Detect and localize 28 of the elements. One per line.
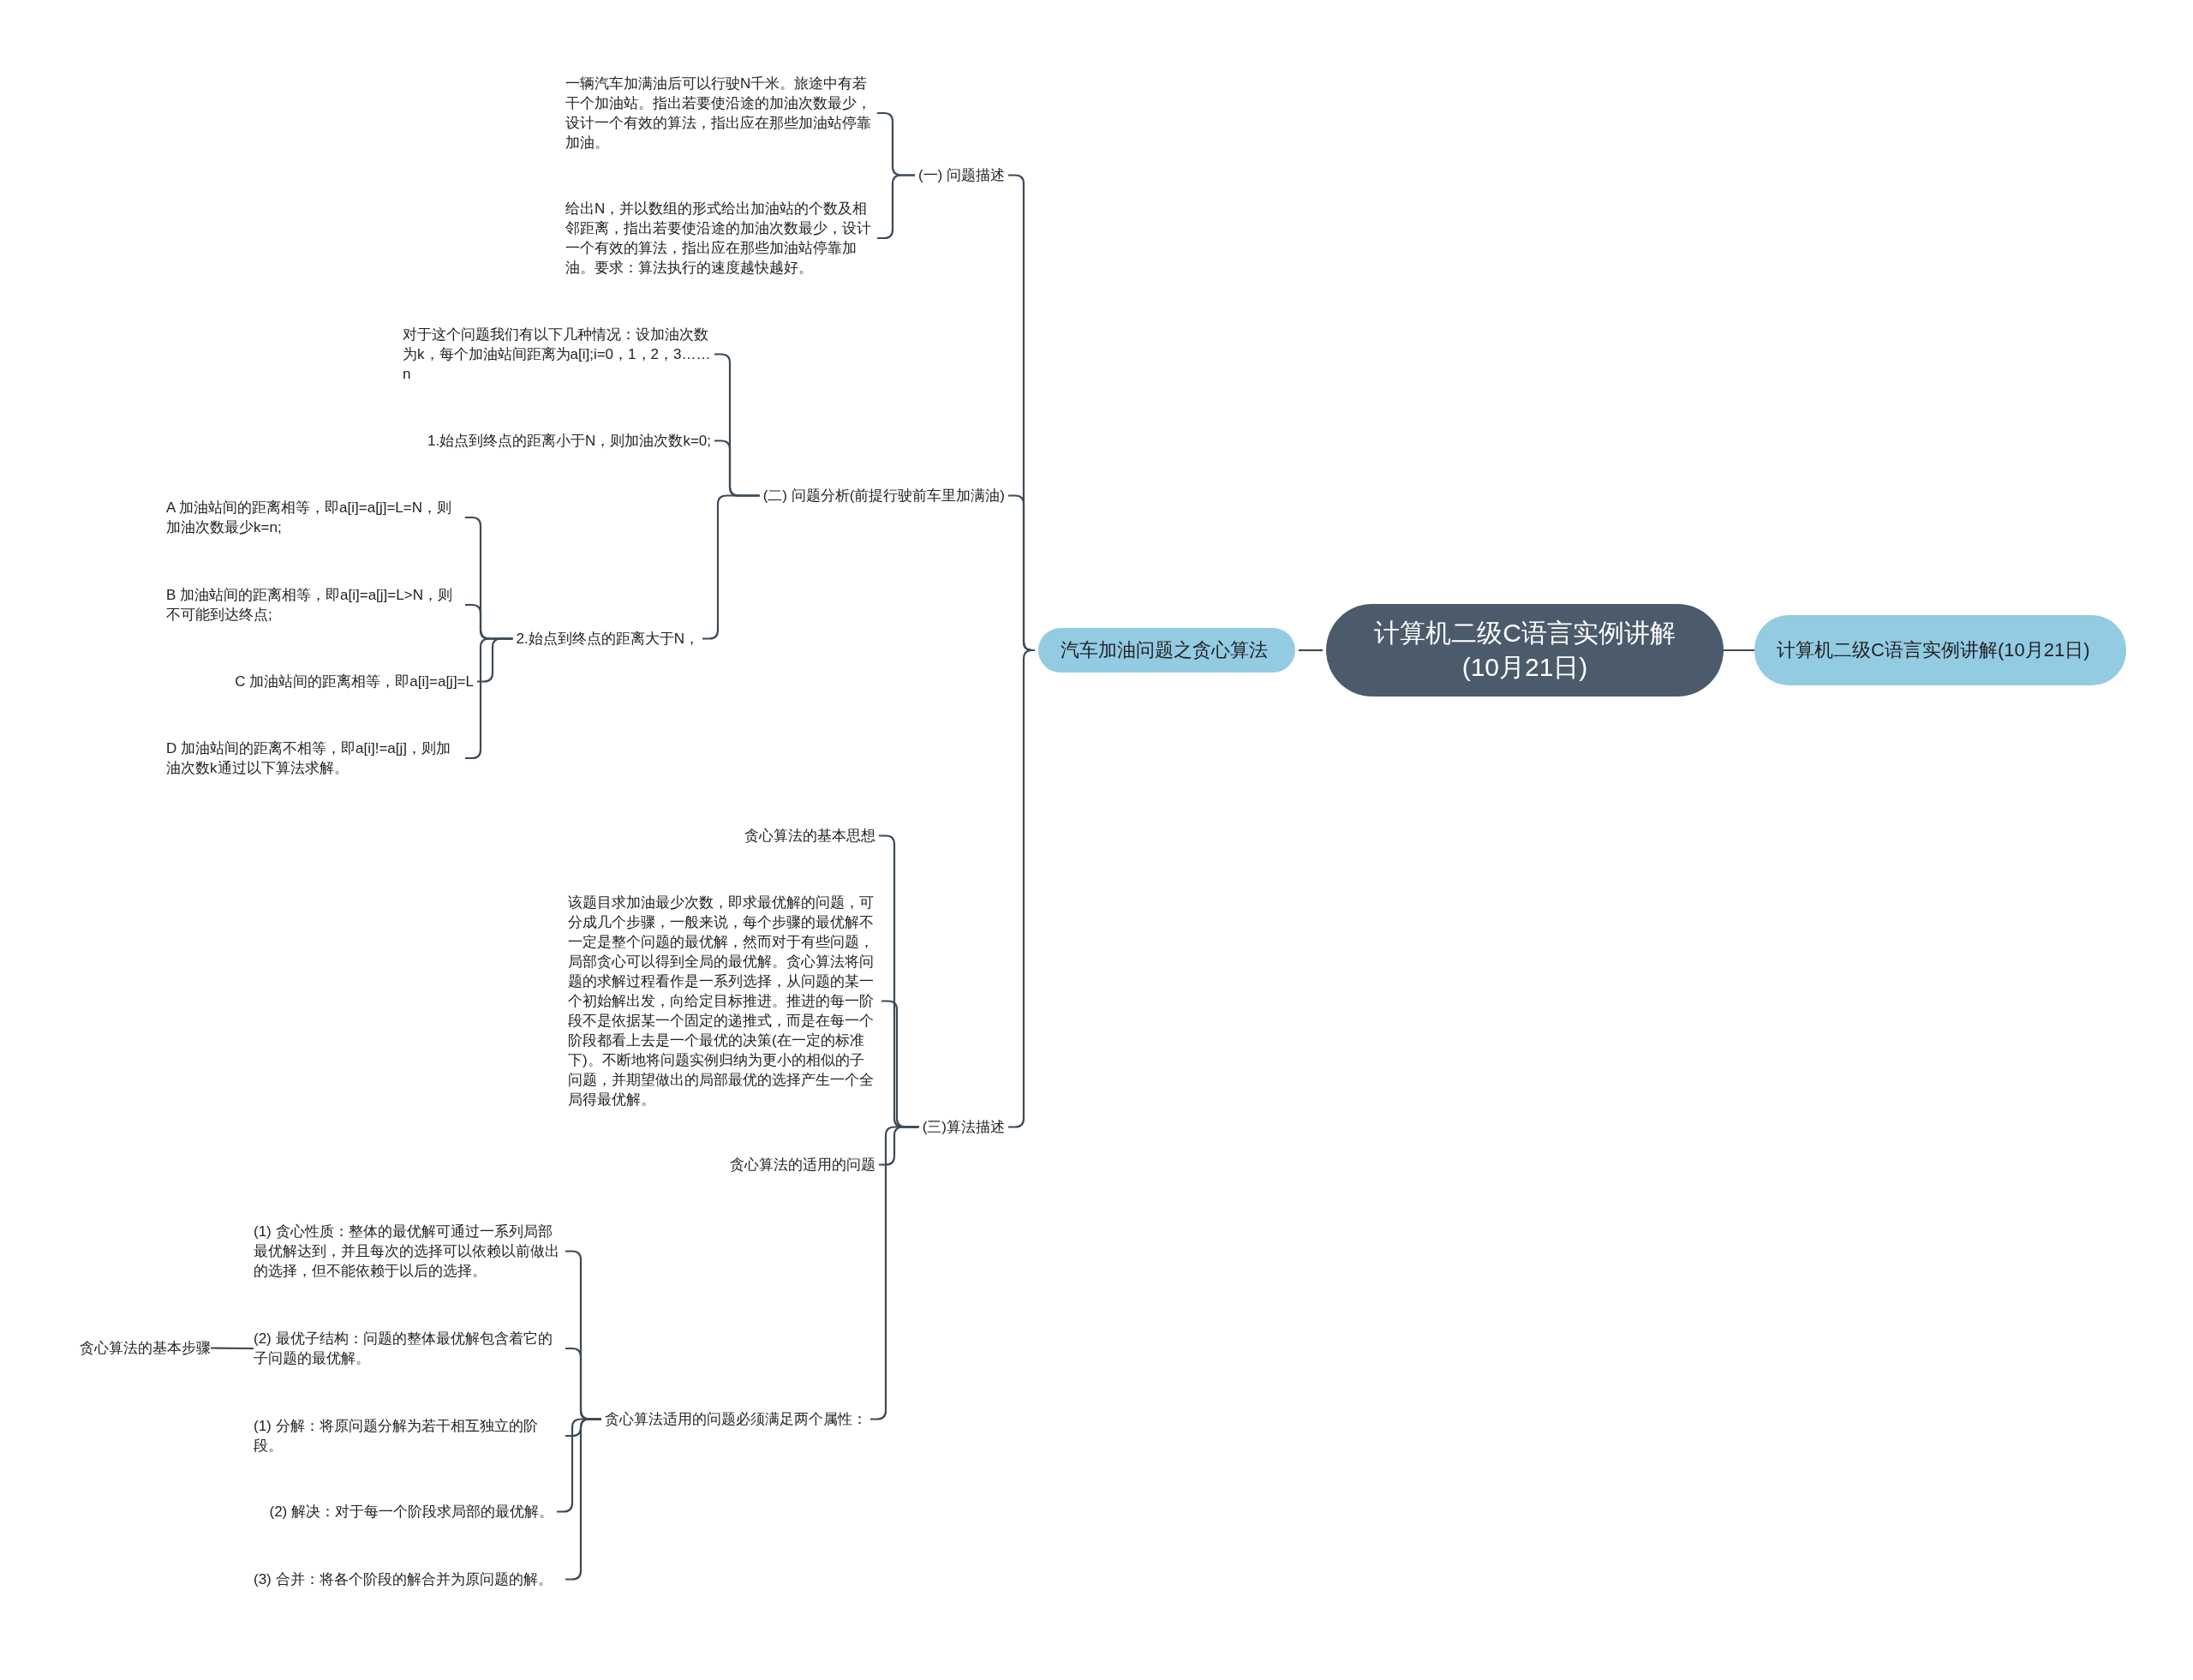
topic-text: (2) 最优子结构：问题的整体最优解包含着它的子问题的最优解。 [254, 1329, 562, 1368]
connector [211, 1347, 254, 1350]
topic-text: 对于这个问题我们有以下几种情况：设加油次数为k，每个加油站间距离为a[i];i=0，1，2，3……n [403, 325, 711, 384]
topic-text: 2.始点到终点的距离大于N， [516, 629, 699, 649]
topic-bubble: 计算机二级C语言实例讲解(10月21日) [1754, 615, 2126, 685]
topic-text: B 加油站间的距离相等，即a[i]=a[j]=L>N，则不可能到达终点; [166, 585, 462, 625]
topic-text: (3) 合并：将各个阶段的解合并为原问题的解。 [254, 1569, 562, 1589]
topic-text: (2) 解决：对于每一个阶段求局部的最优解。 [269, 1502, 553, 1522]
topic-text: (三)算法描述 [922, 1117, 1005, 1137]
topic-text: (一) 问题描述 [917, 165, 1005, 185]
connector [1299, 649, 1323, 652]
topic-text: 贪心算法适用的问题必须满足两个属性： [605, 1409, 867, 1429]
topic-bubble: 汽车加油问题之贪心算法 [1038, 628, 1295, 673]
topic-text: (1) 分解：将原问题分解为若干相互独立的阶段。 [254, 1416, 562, 1456]
topic-text: 贪心算法的基本思想 [744, 826, 875, 846]
topic-text: C 加油站间的距离相等，即a[i]=a[j]=L [235, 672, 474, 691]
topic-text: 1.始点到终点的距离小于N，则加油次数k=0; [427, 431, 711, 451]
central-topic: 计算机二级C语言实例讲解(10月21日) [1326, 604, 1724, 697]
topic-text: A 加油站间的距离相等，即a[i]=a[j]=L=N，则加油次数最少k=n; [166, 498, 462, 537]
topic-text: 贪心算法的基本步骤 [80, 1338, 211, 1358]
topic-text: D 加油站间的距离不相等，即a[i]!=a[j]，则加油次数k通过以下算法求解。 [166, 738, 462, 778]
topic-text: (二) 问题分析(前提行驶前车里加满油) [762, 486, 1005, 505]
connector [1724, 649, 1754, 652]
topic-text: (1) 贪心性质：整体的最优解可通过一系列局部最优解达到，并且每次的选择可以依赖以前做出的选择，但不能依赖于以后的选择。 [254, 1222, 562, 1281]
topic-text: 给出N，并以数组的形式给出加油站的个数及相邻距离，指出若要使沿途的加油次数最少，设计一个有效的算法，指出应在那些加油站停靠加油。要求：算法执行的速度越快越好。 [565, 199, 874, 278]
topic-text: 该题目求加油最少次数，即求最优解的问题，可分成几个步骤，一般来说，每个步骤的最优解不一定是整个问题的最优解，然而对于有些问题，局部贪心可以得到全局的最优解。贪心算法将问题的求解过程看作是一系列选择，从问题的某一个初始解出发，向给定目标推进。推进的每一阶段不是依据某一个固定的递推式，而是在每一个阶段都看上去是一个最优的决策(在一定的标准下)。不断地将问题实例归纳为更小的相似的子问题，并期望做出的局部最优的选择产生一个全局得最优解。 [568, 893, 878, 1109]
topic-text: 一辆汽车加满油后可以行驶N千米。旅途中有若干个加油站。指出若要使沿途的加油次数最少，设计一个有效的算法，指出应在那些加油站停靠加油。 [565, 74, 874, 152]
topic-text: 贪心算法的适用的问题 [730, 1155, 875, 1175]
